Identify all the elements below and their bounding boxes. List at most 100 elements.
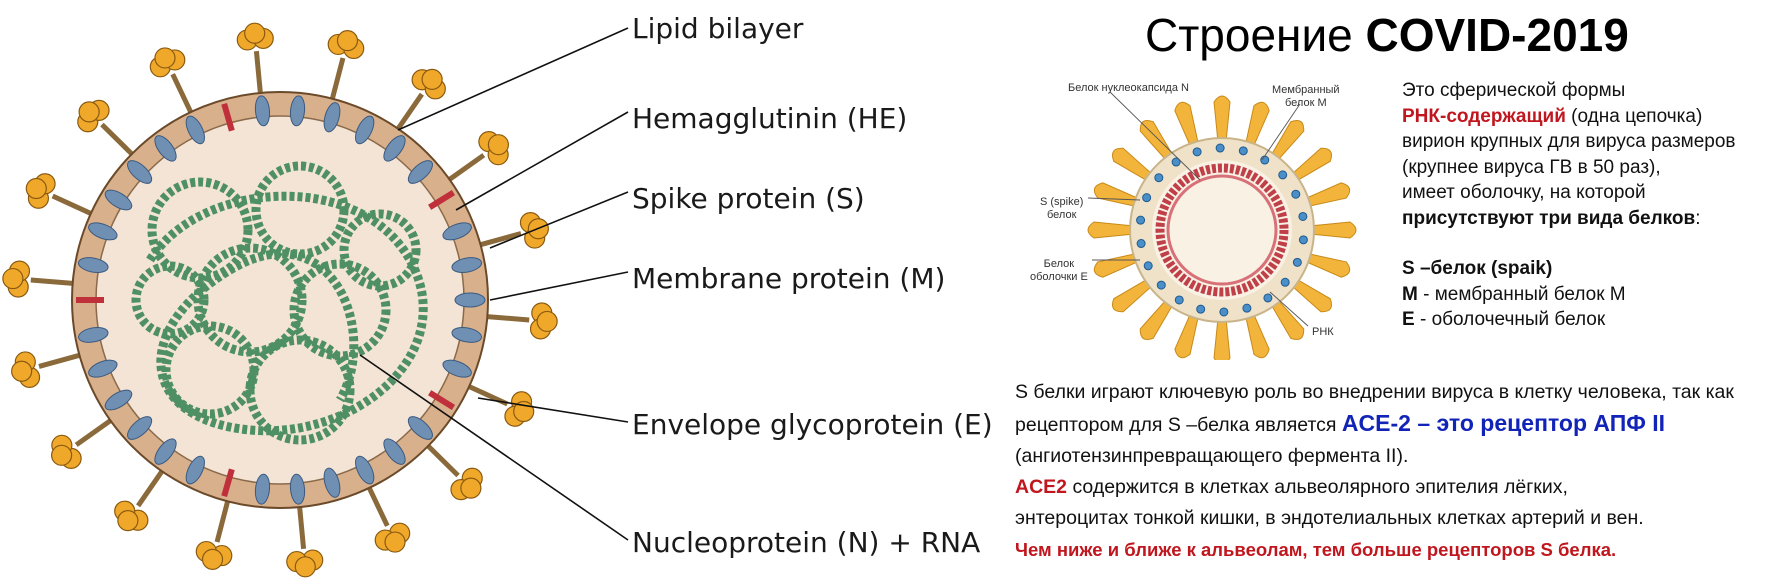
envelope-protein: [76, 297, 104, 303]
small-membrane-protein: [1143, 261, 1153, 271]
small-leader-line: [1269, 291, 1309, 327]
rna-loop: [289, 259, 391, 361]
leader-line: [359, 354, 629, 541]
spike-protein: [236, 22, 274, 102]
membrane-protein: [407, 160, 433, 184]
label-nucleoprotein-rna: Nucleoprotein (N) + RNA: [632, 526, 981, 559]
spike-protein: [420, 438, 483, 501]
small-label-rna: РНК: [1312, 326, 1334, 338]
small-label-spike: S (spike)белок: [1040, 196, 1084, 221]
small-membrane-protein: [1171, 157, 1181, 167]
small-leader-line: [1087, 197, 1141, 201]
small-spike: [1111, 277, 1154, 313]
spike-protein: [327, 30, 365, 108]
label-lipid-bilayer: Lipid bilayer: [632, 12, 804, 45]
label-spike-protein: Spike protein (S): [632, 182, 865, 215]
small-spikes-group: [1087, 95, 1357, 360]
label-leader-lines: [359, 27, 629, 541]
desc-line-3: вирион крупных для вируса размеров: [1402, 131, 1736, 152]
info-paragraph: S белки играют ключевую роль во внедрени…: [1015, 377, 1785, 566]
small-spike: [1303, 252, 1351, 278]
small-membrane-protein: [1292, 257, 1302, 267]
membrane-protein: [355, 115, 375, 145]
spike-protein: [11, 350, 88, 388]
small-spike: [1139, 119, 1175, 162]
small-membrane-protein: [1142, 193, 1152, 203]
para-line-4: ACE2 содержится в клетках альвеолярного …: [1015, 476, 1568, 498]
membrane-protein: [442, 222, 472, 241]
membrane-protein: [185, 115, 205, 145]
envelope-protein: [428, 190, 456, 210]
small-membrane-protein: [1219, 307, 1229, 317]
small-membrane-protein: [1196, 304, 1206, 314]
membrane-protein: [77, 327, 109, 343]
membrane-protein: [77, 257, 109, 273]
small-rna-group: [1155, 163, 1289, 297]
small-membrane-protein: [1174, 295, 1184, 305]
label-hemagglutinin: Hemagglutinin (HE): [632, 102, 908, 135]
membrane-protein: [289, 473, 306, 505]
small-membrane-protein: [1260, 155, 1270, 165]
spike-protein: [363, 479, 411, 553]
small-spike: [1174, 311, 1200, 359]
membrane-protein: [154, 438, 177, 465]
nucleoprotein-rna-coil: [131, 161, 428, 445]
spike-protein: [77, 99, 140, 162]
desc-line-2: РНК-содержащий (одна цепочка): [1402, 105, 1703, 127]
desc-s-protein: S –белок (spaik): [1402, 258, 1553, 279]
spike-protein: [391, 68, 446, 137]
spike-protein: [2, 260, 81, 298]
spike-protein: [286, 498, 324, 578]
small-spike: [1139, 298, 1175, 341]
envelope-protein: [428, 390, 456, 410]
small-label-nucleocapsid: Белок нуклеокапсида N: [1068, 82, 1189, 94]
spike-protein: [472, 212, 549, 250]
desc-line-4: (крупнее вируса ГВ в 50 раз),: [1402, 156, 1661, 178]
membrane-protein: [323, 467, 341, 498]
small-proteins-group: [1136, 143, 1308, 317]
small-membrane-protein: [1280, 277, 1290, 287]
desc-m-protein: М - мембранный белок М: [1402, 283, 1626, 305]
small-membrane-protein: [1263, 293, 1273, 303]
spike-protein: [195, 492, 233, 570]
small-membrane-protein: [1242, 303, 1252, 313]
membrane-protein: [289, 95, 306, 127]
small-membrane-protein: [1154, 173, 1164, 183]
membrane-protein: [254, 473, 271, 505]
membrane-protein: [355, 455, 375, 485]
small-membrane-protein: [1298, 235, 1308, 245]
rna-strand: [146, 191, 428, 436]
spike-protein: [479, 302, 558, 340]
membrane-protein: [323, 102, 341, 133]
para-line-5: энтероцитах тонкой кишки, в эндотелиальн…: [1015, 507, 1644, 529]
envelope-protein: [221, 468, 235, 498]
para-line-6: Чем ниже и ближе к альвеолам, тем больше…: [1015, 539, 1617, 560]
small-spike: [1174, 101, 1200, 149]
membrane-protein: [383, 135, 406, 162]
small-membrane-protein: [1156, 280, 1166, 290]
membrane-protein: [442, 359, 472, 378]
small-spike: [1269, 119, 1305, 162]
membrane-protein: [451, 327, 483, 343]
membrane-protein: [454, 292, 486, 308]
small-membrane-protein: [1136, 239, 1146, 249]
small-rna-coil: [1155, 163, 1289, 297]
leader-line: [477, 397, 629, 423]
desc-e-protein: Е - оболочечный белок: [1402, 309, 1606, 330]
small-spike: [1269, 298, 1305, 341]
small-membrane-protein: [1278, 170, 1288, 180]
rna-loop: [339, 209, 421, 291]
small-membrane-protein: [1136, 215, 1146, 225]
small-spike: [1244, 311, 1270, 359]
desc-line-5: имеет оболочку, на которой: [1402, 182, 1646, 203]
membrane-protein: [451, 257, 483, 273]
small-spike: [1303, 182, 1351, 208]
small-spike: [1111, 147, 1154, 183]
membrane-protein: [127, 160, 153, 184]
envelope-protein: [221, 102, 235, 132]
small-spike: [1093, 182, 1141, 208]
desc-line-1: Это сферической формы: [1402, 80, 1626, 101]
para-line-2: рецептором для S –белка является ACE-2 –…: [1015, 410, 1666, 436]
small-virus-diagram: [1087, 91, 1357, 360]
